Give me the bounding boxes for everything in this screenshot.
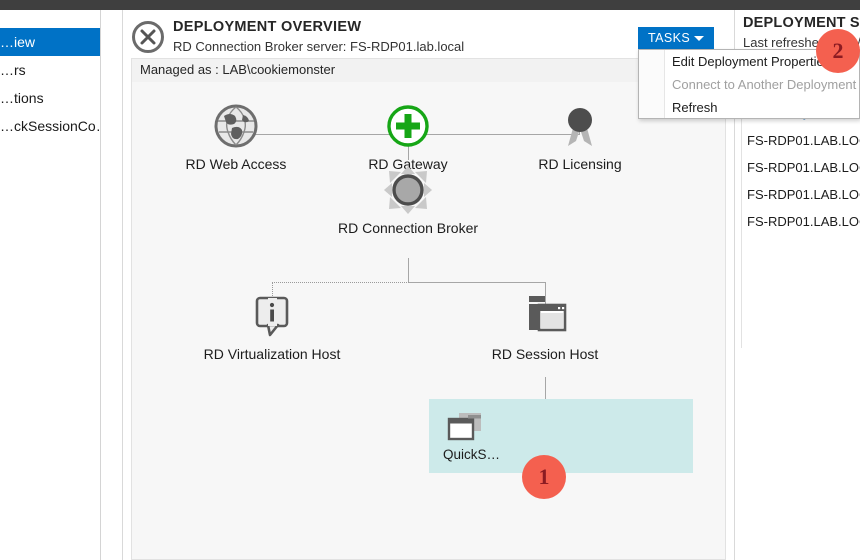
connector-sessionhost-down	[545, 282, 546, 306]
collection-label: QuickS…	[443, 447, 501, 462]
window-titlebar	[0, 0, 860, 10]
connector-virthost-down-dotted	[272, 282, 273, 306]
sidebar-item-label: …iew	[0, 34, 36, 50]
tasks-button[interactable]: TASKS	[638, 27, 714, 49]
node-caption: RD Session Host	[491, 346, 599, 362]
node-rd-gateway[interactable]: RD Gateway	[328, 100, 488, 172]
ribbon-award-icon	[500, 100, 660, 152]
node-rd-web-access[interactable]: RD Web Access	[156, 100, 316, 172]
servers-table: Server FQDN FS-RDP01.LAB.LOCAL FS-RDP01.…	[747, 105, 860, 235]
quick-session-collection-card[interactable]: QuickS…	[429, 399, 693, 473]
green-plus-icon	[328, 100, 488, 152]
table-row[interactable]: FS-RDP01.LAB.LOCAL	[747, 160, 860, 175]
menu-item-refresh[interactable]: Refresh	[672, 100, 718, 115]
deployment-diagram: RD Web Access RD Gateway	[131, 82, 726, 560]
tasks-menu: Edit Deployment Properties Connect to An…	[638, 49, 860, 119]
annotation-badge-2: 2	[816, 29, 860, 73]
navigation-sidebar: …iew …rs …tions …ckSessionCo…	[0, 10, 101, 560]
sidebar-item-label: …tions	[0, 90, 44, 106]
table-row[interactable]: FS-RDP01.LAB.LOCAL	[747, 187, 860, 202]
page-title: DEPLOYMENT OVERVIEW	[173, 19, 362, 35]
tasks-button-label: TASKS	[648, 31, 691, 45]
globe-icon	[156, 100, 316, 152]
servers-grid-left-border	[741, 98, 742, 348]
menu-icon-gutter	[639, 50, 665, 118]
node-caption: RD Web Access	[185, 156, 287, 172]
node-rd-virtualization-host[interactable]: RD Virtualization Host	[192, 290, 352, 362]
session-host-icon	[465, 290, 625, 342]
deployment-overview-pane: DEPLOYMENT OVERVIEW RD Connection Broker…	[122, 10, 733, 560]
node-caption: RD Connection Broker	[337, 220, 479, 236]
connector-broker-to-sessionhost	[408, 282, 545, 283]
sidebar-item-label: …ckSessionCo…	[0, 118, 100, 134]
node-rd-connection-broker[interactable]: RD Connection Broker	[328, 164, 488, 236]
node-caption: RD Gateway	[368, 156, 448, 172]
menu-item-connect-to-another-deployment: Connect to Another Deployment	[672, 77, 857, 92]
managed-as-bar: Managed as : LAB\cookiemonster	[131, 58, 726, 82]
managed-as-text: Managed as : LAB\cookiemonster	[140, 62, 336, 77]
node-caption: RD Licensing	[538, 156, 622, 172]
chevron-down-icon	[694, 36, 704, 41]
annotation-badge-1: 1	[522, 455, 566, 499]
deployment-subtitle: RD Connection Broker server: FS-RDP01.la…	[173, 39, 465, 54]
table-row[interactable]: FS-RDP01.LAB.LOCAL	[747, 214, 860, 229]
connector-sessionhost-to-collection	[545, 377, 546, 399]
sidebar-item-label: …rs	[0, 62, 26, 78]
broker-circle-icon	[328, 164, 488, 216]
node-rd-session-host[interactable]: RD Session Host	[465, 290, 625, 362]
deployment-overview-icon	[131, 20, 165, 54]
connector-bus-to-broker	[408, 134, 409, 160]
table-row[interactable]: FS-RDP01.LAB.LOCAL	[747, 133, 860, 148]
sidebar-item-quicksessioncollection[interactable]: …ckSessionCo…	[0, 112, 100, 140]
node-rd-licensing[interactable]: RD Licensing	[500, 100, 660, 172]
connector-broker-down	[408, 258, 409, 282]
node-caption: RD Virtualization Host	[203, 346, 341, 362]
sidebar-item-collections[interactable]: …tions	[0, 84, 100, 112]
connector-broker-to-virthost-dotted	[272, 282, 409, 283]
info-bubble-icon	[192, 290, 352, 342]
sidebar-item-overview[interactable]: …iew	[0, 28, 100, 56]
sidebar-item-servers[interactable]: …rs	[0, 56, 100, 84]
menu-item-edit-deployment-properties[interactable]: Edit Deployment Properties	[672, 54, 831, 69]
deployment-header: DEPLOYMENT OVERVIEW RD Connection Broker…	[123, 14, 734, 58]
servers-pane-title: DEPLOYMENT SER	[743, 15, 860, 31]
collection-windows-icon	[447, 411, 485, 448]
